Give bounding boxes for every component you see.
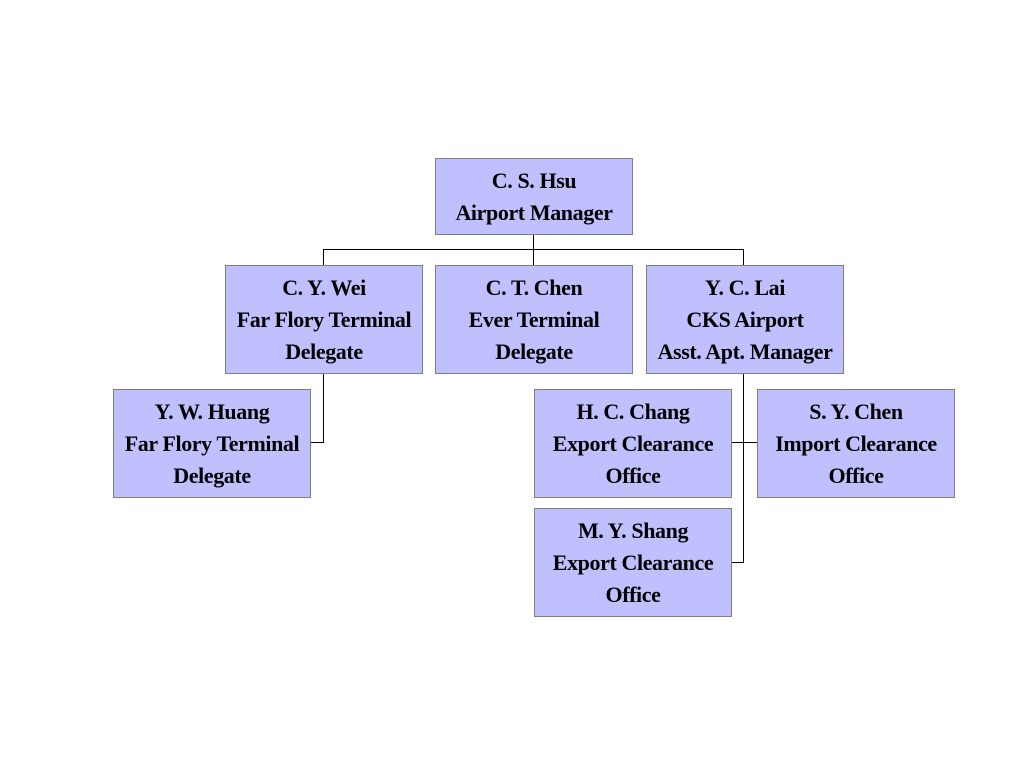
node-title: Delegate xyxy=(285,338,363,364)
node-title: Office xyxy=(605,581,661,607)
org-node-sy-chen: S. Y. Chen Import Clearance Office xyxy=(757,389,955,498)
node-title: Asst. Apt. Manager xyxy=(657,338,833,364)
node-title: Export Clearance xyxy=(552,549,714,575)
org-node-cy-wei: C. Y. Wei Far Flory Terminal Delegate xyxy=(225,265,423,374)
connector-line xyxy=(743,374,744,563)
connector-line xyxy=(743,249,744,266)
node-name: Y. W. Huang xyxy=(154,398,270,424)
node-title: Far Flory Terminal xyxy=(124,430,300,456)
org-node-my-shang: M. Y. Shang Export Clearance Office xyxy=(534,508,732,617)
node-name: S. Y. Chen xyxy=(809,398,903,424)
node-title: Export Clearance xyxy=(552,430,714,456)
node-title: Delegate xyxy=(173,462,251,488)
org-node-yc-lai: Y. C. Lai CKS Airport Asst. Apt. Manager xyxy=(646,265,844,374)
node-name: M. Y. Shang xyxy=(577,517,689,543)
node-title: Import Clearance xyxy=(775,430,937,456)
node-title: Office xyxy=(605,462,661,488)
connector-line xyxy=(323,249,324,266)
node-name: H. C. Chang xyxy=(576,398,690,424)
node-name: C. T. Chen xyxy=(485,274,583,300)
node-name: Y. C. Lai xyxy=(705,274,785,300)
org-node-yw-huang: Y. W. Huang Far Flory Terminal Delegate xyxy=(113,389,311,498)
connector-line xyxy=(311,442,324,443)
node-title: Ever Terminal xyxy=(468,306,600,332)
org-node-hc-chang: H. C. Chang Export Clearance Office xyxy=(534,389,732,498)
org-node-ct-chen: C. T. Chen Ever Terminal Delegate xyxy=(435,265,633,374)
node-title: Far Flory Terminal xyxy=(236,306,412,332)
node-title: CKS Airport xyxy=(686,306,804,332)
connector-line xyxy=(323,374,324,443)
connector-line xyxy=(732,562,744,563)
node-title: Airport Manager xyxy=(455,199,613,225)
node-name: C. Y. Wei xyxy=(282,274,366,300)
node-title: Delegate xyxy=(495,338,573,364)
connector-line xyxy=(533,249,534,266)
connector-line xyxy=(533,235,534,250)
node-title: Office xyxy=(828,462,884,488)
org-node-cs-hsu: C. S. Hsu Airport Manager xyxy=(435,158,633,235)
node-name: C. S. Hsu xyxy=(491,167,577,193)
connector-line xyxy=(732,442,758,443)
